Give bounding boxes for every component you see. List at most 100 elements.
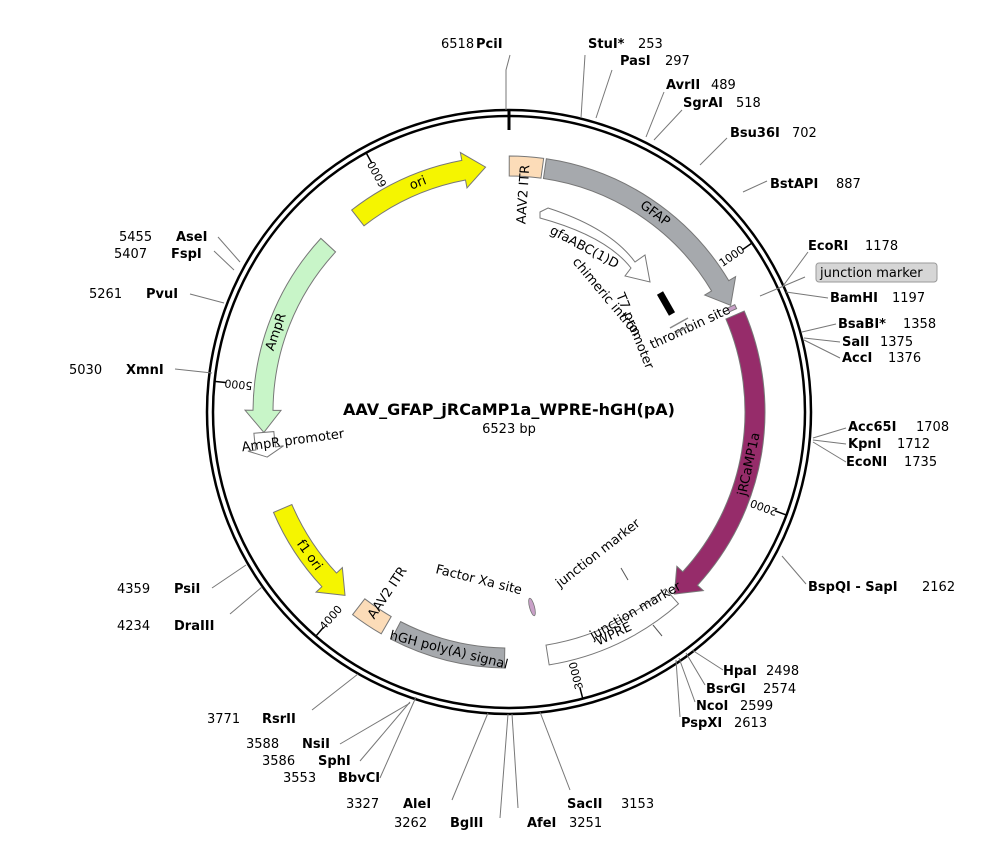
factor-xa-site-label: Factor Xa site <box>434 562 523 598</box>
chimeric-intron-mark <box>656 291 676 316</box>
t7-promoter-mark <box>669 317 689 329</box>
leader-pspxi <box>675 659 681 718</box>
site-afei-name: AfeI <box>527 816 556 831</box>
leader-pvui <box>189 293 225 304</box>
site-bamhi-name: BamHI <box>830 291 878 306</box>
site-stui-name: StuI* <box>588 37 625 52</box>
site-bspqi-sapi-pos: 2162 <box>922 580 955 595</box>
leader-acci <box>803 339 841 359</box>
site-hpai-name: HpaI <box>723 664 757 679</box>
site-bsu36i-pos: 702 <box>792 126 817 141</box>
junction-marker-box <box>815 262 938 283</box>
junction-marker-mark-2 <box>652 624 663 637</box>
ruler-tick-label-4000: 4000 <box>317 603 345 633</box>
leader-fspi <box>213 250 235 271</box>
ruler-tick-label-6000: 6000 <box>365 159 390 190</box>
leader-bsrgi <box>685 652 706 686</box>
site-sacii-name: SacII <box>567 797 603 812</box>
leader-asei <box>217 236 241 263</box>
site-acc65i-pos: 1708 <box>916 420 949 435</box>
feature-label-ampr-promoter-9: AmpR promoter <box>241 427 346 456</box>
site-bglii-name: BglII <box>450 816 483 831</box>
leader-sgrai <box>653 109 683 141</box>
site-bsabi-name: BsaBI* <box>838 317 886 332</box>
site-sali-name: SalI <box>842 335 869 350</box>
feature-ori-10 <box>350 151 487 227</box>
site-acci-name: AccI <box>842 351 872 366</box>
leader-sacii <box>539 711 571 791</box>
leader-bsabi <box>801 323 837 333</box>
site-sphi-name: SphI <box>318 754 351 769</box>
site-nsii-pos: 3588 <box>246 737 279 752</box>
site-draiii-name: DraIII <box>174 619 215 634</box>
feature-label-aav2-itr-6: AAV2 ITR <box>365 564 411 622</box>
leader-pasi <box>595 69 613 119</box>
leader-rsrii <box>311 673 359 711</box>
junction-marker-callout: junction marker <box>815 262 938 283</box>
ruler-tick-4000 <box>315 626 325 637</box>
junction-marker-label-1: junction marker <box>552 516 643 592</box>
leader-bamhi <box>785 291 829 299</box>
feature-hgh-poly-a-signal-5 <box>390 620 506 669</box>
feature-ampr-8 <box>243 237 337 434</box>
site-bstapi-pos: 887 <box>836 177 861 192</box>
site-leaders <box>174 54 847 819</box>
ruler-tick-2000 <box>774 510 787 516</box>
leader-ncoi <box>678 657 696 703</box>
leader-nsii <box>339 702 411 745</box>
site-bglii-pos: 3262 <box>394 816 427 831</box>
feature-thrombin-site-2 <box>726 303 738 313</box>
site-hpai-pos: 2498 <box>766 664 799 679</box>
feature-label-aav2-itr-0: AAV2 ITR <box>514 164 533 224</box>
site-econi-name: EcoNI <box>846 455 887 470</box>
leader-econi <box>812 441 847 463</box>
site-bsrgi-pos: 2574 <box>763 682 796 697</box>
junction-marker-mark-1 <box>620 567 629 581</box>
site-rsrii-name: RsrII <box>262 712 296 727</box>
site-bspqi-sapi-name: BspQI - SapI <box>808 580 898 595</box>
site-acci-pos: 1376 <box>888 351 921 366</box>
feature-label-ori-10: ori <box>407 173 428 193</box>
site-asei-name: AseI <box>176 230 207 245</box>
site-bbvci-name: BbvCI <box>338 771 380 786</box>
ruler-tick-1000 <box>741 242 753 251</box>
site-psii-pos: 4359 <box>117 582 150 597</box>
leader-bglii <box>499 713 509 819</box>
site-xmni-name: XmnI <box>126 363 164 378</box>
site-xmni-pos: 5030 <box>69 363 102 378</box>
site-draiii-pos: 4234 <box>117 619 150 634</box>
site-afei-pos: 3251 <box>569 816 602 831</box>
site-ecori-pos: 1178 <box>865 239 898 254</box>
site-bstapi-name: BstAPI <box>770 177 818 192</box>
leader-bsu36i <box>699 137 728 166</box>
site-sgrai-pos: 518 <box>736 96 761 111</box>
t7-promoter-mark-2 <box>674 323 693 335</box>
ruler-tick-6000 <box>365 152 373 164</box>
inner-features <box>528 207 806 637</box>
leader-sphi <box>359 701 411 762</box>
leader-bbvci <box>379 696 417 779</box>
site-pcii-pos: 6518 <box>441 37 474 52</box>
site-pspxi-pos: 2613 <box>734 716 767 731</box>
site-alei-name: AleI <box>403 797 431 812</box>
site-fspi-pos: 5407 <box>114 247 147 262</box>
leader-xmni <box>174 368 213 374</box>
site-avrii-pos: 489 <box>711 78 736 93</box>
site-bbvci-pos: 3553 <box>283 771 316 786</box>
feature-aav2-itr-6 <box>351 598 392 635</box>
leader-pcii <box>505 54 511 110</box>
plasmid-name: AAV_GFAP_jRCaMP1a_WPRE-hGH(pA) <box>343 400 675 419</box>
leader-alei <box>451 712 489 801</box>
t7-promoter-label: T7 promoter <box>612 290 657 372</box>
site-pasi-name: PasI <box>620 54 651 69</box>
site-labels: 6518 PciI StuI* 253 PasI 297 AvrII 489 S… <box>69 37 955 831</box>
site-psii-name: PsiI <box>174 582 200 597</box>
leader-psii <box>211 564 247 589</box>
site-sgrai-name: SgrAI <box>683 96 723 111</box>
leader-acc65i <box>812 427 847 439</box>
factor-xa-site-mark <box>528 597 536 617</box>
feature-wpre-4 <box>545 588 680 666</box>
site-bamhi-pos: 1197 <box>892 291 925 306</box>
site-ncoi-pos: 2599 <box>740 699 773 714</box>
